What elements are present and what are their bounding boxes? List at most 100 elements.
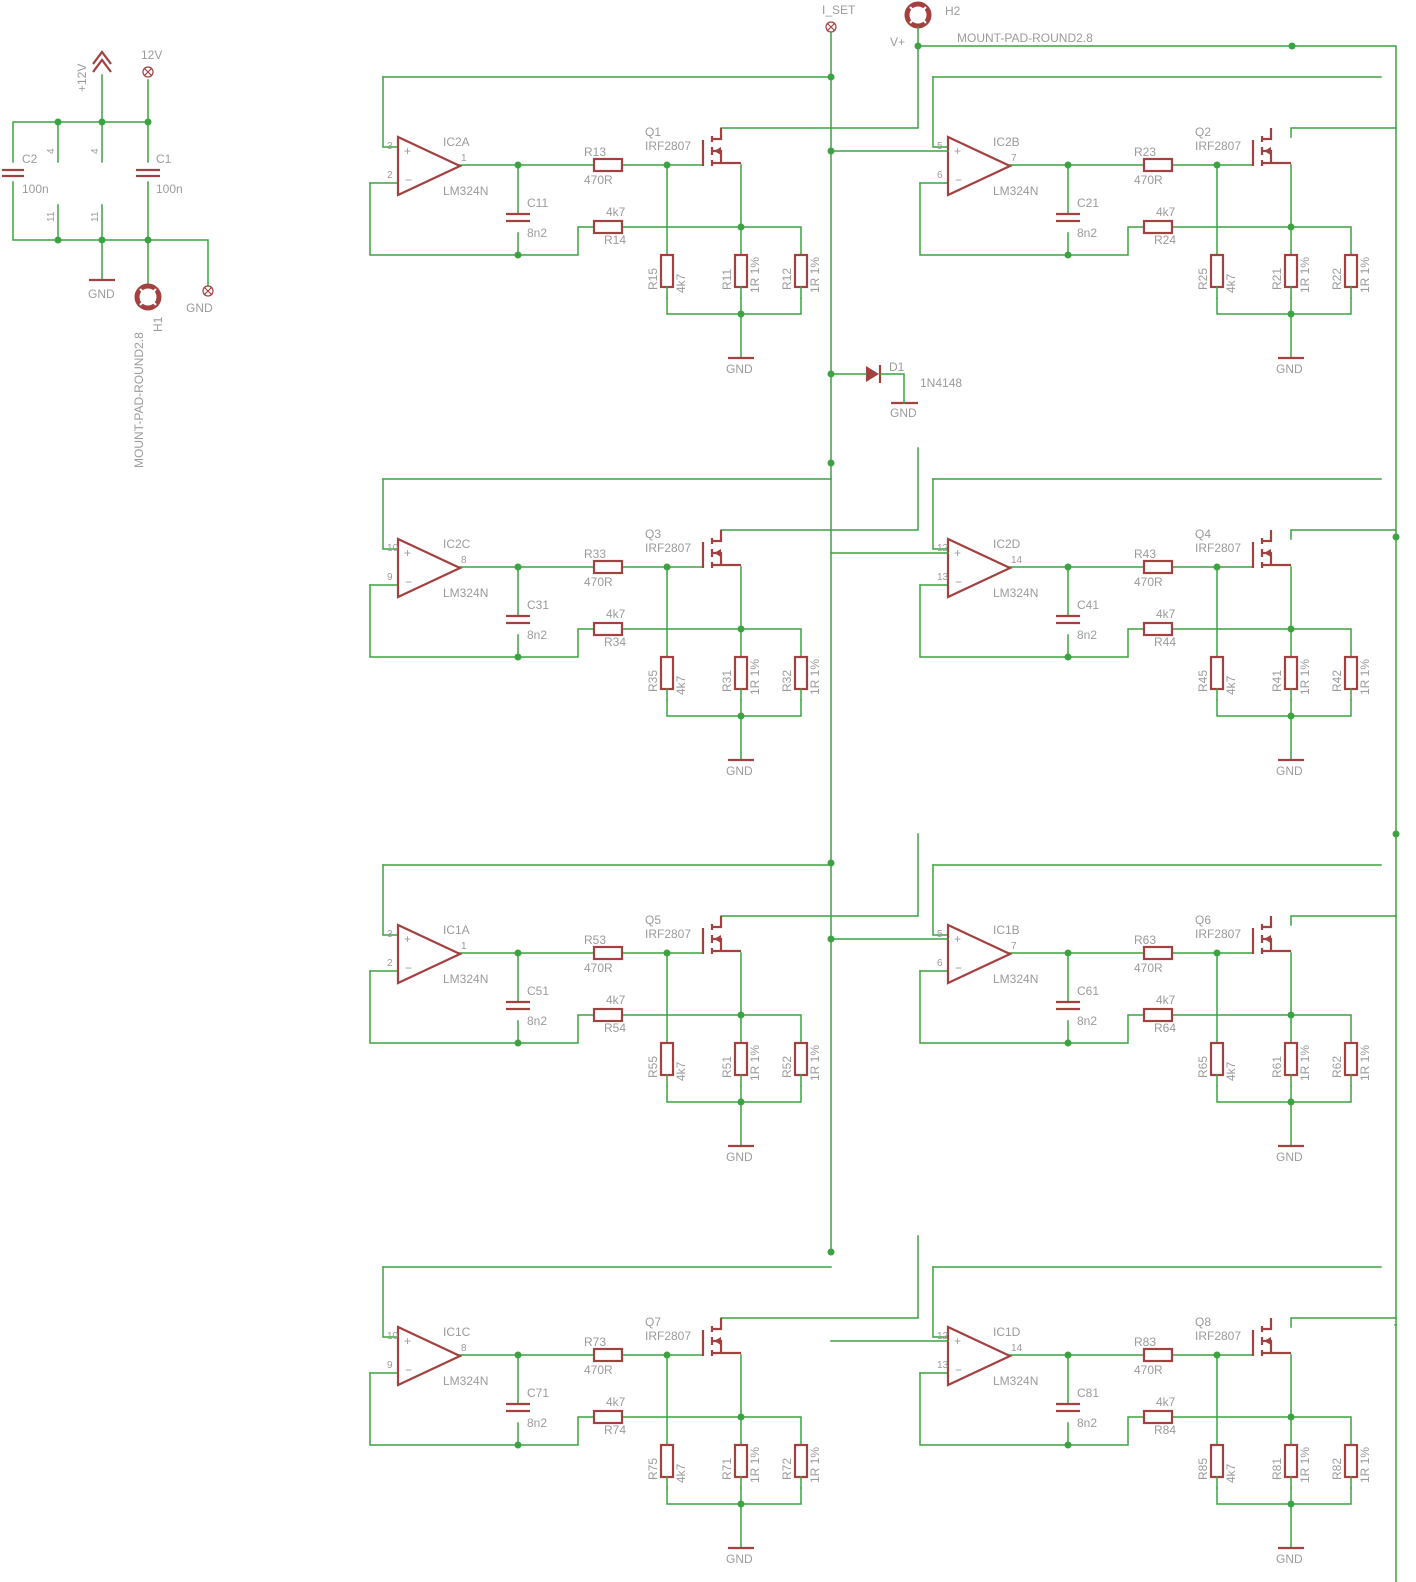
vplus-label: V+ (890, 35, 905, 49)
diode-d1-icon (866, 365, 882, 383)
wire (666, 1476, 802, 1489)
wire (1216, 1476, 1352, 1489)
rg-ref: R63 (1134, 933, 1156, 947)
d1-label: D1 (889, 360, 905, 374)
minus-sign: − (405, 173, 412, 187)
pin-11-a: 11 (46, 211, 57, 222)
wire (720, 45, 919, 138)
cap-value: 8n2 (527, 1416, 547, 1430)
pin-minus: 2 (387, 958, 393, 969)
cap-value: 8n2 (1077, 1416, 1097, 1430)
rg-ref: R13 (584, 145, 606, 159)
opamp-value: LM324N (993, 184, 1038, 198)
wire (369, 182, 595, 256)
capacitor-icon (1056, 1402, 1080, 1413)
resistor-icon (1283, 1443, 1299, 1479)
cap-value: 8n2 (1077, 226, 1097, 240)
opamp-icon (946, 537, 1013, 599)
c2-value: 100n (22, 182, 49, 196)
junction-dot (1287, 1011, 1295, 1019)
resistor-icon (733, 655, 749, 691)
rp-value: 4k7 (1224, 1463, 1238, 1483)
resistor-icon (592, 621, 624, 637)
opamp-icon (396, 135, 463, 197)
gnd-pad-label: GND (186, 301, 213, 315)
junction-dot (1213, 949, 1221, 957)
mosfet-arrow-icon (1264, 1337, 1271, 1345)
opamp-value: LM324N (443, 972, 488, 986)
capacitor-icon (506, 212, 530, 223)
resistor-icon (733, 1041, 749, 1077)
junction-dot (827, 1248, 835, 1256)
rs1-value: 1R 1% (1298, 1045, 1312, 1081)
wire (1171, 164, 1352, 315)
wire (1290, 915, 1397, 926)
wire (919, 584, 1145, 658)
capacitor-icon (1056, 1000, 1080, 1011)
h2-label: H2 (945, 4, 961, 18)
opamp-ref: IC2A (443, 135, 470, 149)
resistor-icon (592, 1007, 624, 1023)
wire (1171, 952, 1352, 1103)
pin-out: 7 (1011, 941, 1017, 952)
pin-minus: 13 (937, 1360, 949, 1371)
pin-plus: 3 (387, 141, 393, 152)
wire (666, 1074, 802, 1087)
cap-value: 8n2 (1077, 1014, 1097, 1028)
rg-ref: R33 (584, 547, 606, 561)
cap-ref: C41 (1077, 598, 1099, 612)
resistor-icon (733, 253, 749, 289)
pin-plus: 3 (387, 929, 393, 940)
wire (369, 584, 595, 658)
wire (932, 1266, 949, 1338)
rf-ref: R14 (604, 233, 626, 247)
mosfet-arrow-icon (714, 147, 721, 155)
mosfet-value: IRF2807 (645, 1329, 691, 1343)
rf-ref: R44 (1154, 635, 1176, 649)
mosfet-icon (1251, 916, 1291, 954)
opamp-value: LM324N (443, 586, 488, 600)
rf-value: 4k7 (1156, 993, 1176, 1007)
gnd-label: GND (1276, 362, 1303, 376)
resistor-icon (1209, 1443, 1225, 1479)
rf-ref: R24 (1154, 233, 1176, 247)
net-wires (827, 26, 1400, 1582)
minus-sign: − (405, 1363, 412, 1377)
junction-dot (1392, 830, 1400, 838)
rp-ref: R25 (1196, 268, 1210, 290)
junction-dot (1064, 1039, 1072, 1047)
resistor-icon (1142, 621, 1174, 637)
c1-label: C1 (156, 152, 172, 166)
junction-dot (514, 949, 522, 957)
rf-value: 4k7 (1156, 205, 1176, 219)
rs2-ref: R72 (780, 1458, 794, 1480)
mosfet-icon (701, 1318, 741, 1356)
mosfet-value: IRF2807 (1195, 139, 1241, 153)
opamp-value: LM324N (443, 1374, 488, 1388)
junction-dot (1064, 161, 1072, 169)
rs1-value: 1R 1% (748, 659, 762, 695)
resistor-icon (592, 1347, 624, 1363)
junction-dot (1064, 653, 1072, 661)
junction-dot (663, 1351, 671, 1359)
pin-4-b: 4 (90, 148, 101, 154)
minus-sign: − (955, 575, 962, 589)
rs2-value: 1R 1% (808, 659, 822, 695)
resistor-icon (1343, 1041, 1359, 1077)
wire (720, 833, 919, 926)
rs2-ref: R22 (1330, 268, 1344, 290)
wire (830, 373, 905, 404)
mosfet-ref: Q5 (645, 913, 661, 927)
wire (919, 970, 1145, 1044)
rs1-ref: R21 (1270, 268, 1284, 290)
mosfet-ref: Q1 (645, 125, 661, 139)
resistor-icon (1142, 157, 1174, 173)
mosfet-icon (701, 530, 741, 568)
mosfet-ref: Q2 (1195, 125, 1211, 139)
junction-dot (663, 949, 671, 957)
rp-ref: R65 (1196, 1056, 1210, 1078)
resistor-icon (592, 945, 624, 961)
rs1-value: 1R 1% (748, 257, 762, 293)
